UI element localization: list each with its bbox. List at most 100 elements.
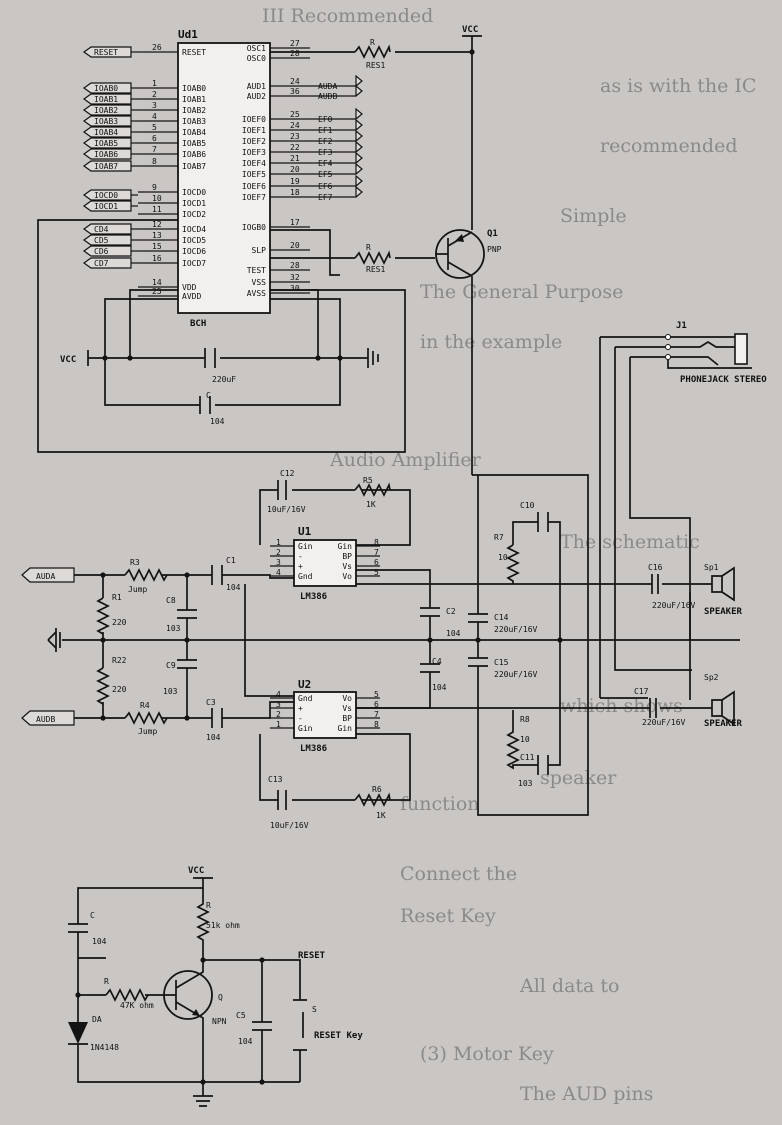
audb-wire <box>74 701 294 719</box>
r6-value: 1K <box>376 811 386 820</box>
ground-symbol <box>367 348 379 368</box>
pin-number: 3 <box>152 101 157 110</box>
res-osc-label: RES1 <box>366 61 385 70</box>
gnd-pin-wire <box>244 584 294 697</box>
c12-plates <box>277 480 287 500</box>
r6-ref: R6 <box>372 785 382 794</box>
bg-line: III Recommended <box>262 5 433 27</box>
pin-number: 4 <box>276 568 281 577</box>
port-tag <box>310 107 363 120</box>
c2-ref: C2 <box>446 607 456 616</box>
pin-name: Gnd <box>298 572 313 581</box>
diode-symbol <box>68 1022 88 1044</box>
pin-name: Vo <box>342 694 352 703</box>
junction <box>259 1079 265 1085</box>
port-label: IOAB6 <box>94 150 118 159</box>
junction <box>315 355 321 361</box>
res-slp-ref: R <box>366 243 371 252</box>
q-npn-ref: Q <box>218 993 223 1002</box>
port-label: EF2 <box>318 137 333 146</box>
pin-number: 8 <box>374 720 379 729</box>
background-text: III Recommended as is with the IC recomm… <box>262 5 756 1105</box>
pin-name: IOAB3 <box>182 117 206 126</box>
bg-line: (3) Motor Key <box>420 1043 554 1065</box>
pin-name: + <box>298 704 303 713</box>
u2-body <box>293 691 357 739</box>
q1-type: PNP <box>487 245 502 254</box>
port-label: IOAB4 <box>94 128 118 137</box>
pin-number: 3 <box>276 558 281 567</box>
jack-name: PHONEJACK STEREO <box>680 375 767 385</box>
c16-ref: C16 <box>648 563 663 572</box>
pin-name: AVSS <box>247 289 266 298</box>
cap-104-ref: C <box>206 391 211 400</box>
reset-out-label: RESET <box>298 951 326 961</box>
c5-plates <box>252 1021 272 1031</box>
c9-plates <box>177 659 197 669</box>
vss-wires <box>270 289 341 360</box>
c15-ref: C15 <box>494 658 509 667</box>
junction <box>102 355 108 361</box>
r1-ref: R1 <box>112 593 122 602</box>
auda-wire <box>74 574 294 579</box>
res-osc-ref: R <box>370 38 375 47</box>
c13-plates <box>277 790 287 810</box>
pin-number: 24 <box>290 121 300 130</box>
pin-number: 27 <box>290 39 300 48</box>
vs-wires <box>356 569 431 709</box>
pin-name: OSC0 <box>247 54 266 63</box>
vcc-left-label: VCC <box>60 355 76 365</box>
pin-name: SLP <box>252 246 267 255</box>
pin-number: 15 <box>152 242 162 251</box>
port-label: IOCD1 <box>94 202 118 211</box>
junction <box>100 715 106 721</box>
port-label: IOAB3 <box>94 117 118 126</box>
junction <box>100 637 106 643</box>
sp2-ref: Sp2 <box>704 673 719 682</box>
pin-number: 1 <box>276 720 281 729</box>
u1-body <box>293 539 357 587</box>
pin-number: 5 <box>374 568 379 577</box>
r5-symbol <box>354 482 391 497</box>
c11-plates <box>537 755 549 775</box>
pin-number: 26 <box>152 43 162 52</box>
pin-number: 2 <box>276 710 281 719</box>
port-label: AUDA <box>318 82 337 91</box>
pin-number: 8 <box>152 157 157 166</box>
port-label: IOAB2 <box>94 106 118 115</box>
c14-value: 220uF/16V <box>494 625 538 634</box>
r5-value: 1K <box>366 500 376 509</box>
vcc-label: VCC <box>462 25 478 35</box>
c5-ref: C5 <box>236 1011 246 1020</box>
c16-plates <box>651 574 659 594</box>
cap-104-value: 104 <box>210 417 225 426</box>
pin-name: BP <box>342 552 352 561</box>
pin-name: OSC1 <box>247 44 266 53</box>
diode-part: 1N4148 <box>90 1043 119 1052</box>
r7-symbol <box>506 544 520 584</box>
port-tag <box>310 74 363 87</box>
port-tag <box>310 151 363 164</box>
pin-name: AUD1 <box>247 82 266 91</box>
pin-name: Vs <box>342 562 352 571</box>
bg-line: which shows <box>560 695 683 717</box>
port-label: IOAB7 <box>94 162 118 171</box>
vdd-wires <box>104 289 341 406</box>
cap-reset-value: 104 <box>92 937 107 946</box>
pin-number: 20 <box>290 241 300 250</box>
c13-ref: C13 <box>268 775 283 784</box>
pin-number: 6 <box>374 700 379 709</box>
r-base-ref: R <box>104 977 109 986</box>
u2-part: LM386 <box>300 744 327 754</box>
pin-name: IOEF4 <box>242 159 266 168</box>
r1-value: 220 <box>112 618 127 627</box>
r8-c11-wire <box>506 640 561 770</box>
pin-number: 19 <box>290 177 300 186</box>
pin-name: VSS <box>252 278 267 287</box>
pin-number: 5 <box>152 123 157 132</box>
pin-name: VDD <box>182 283 197 292</box>
u1-feedback-wire <box>259 489 411 546</box>
pin-number: 7 <box>374 548 379 557</box>
c9-ref: C9 <box>166 661 176 670</box>
